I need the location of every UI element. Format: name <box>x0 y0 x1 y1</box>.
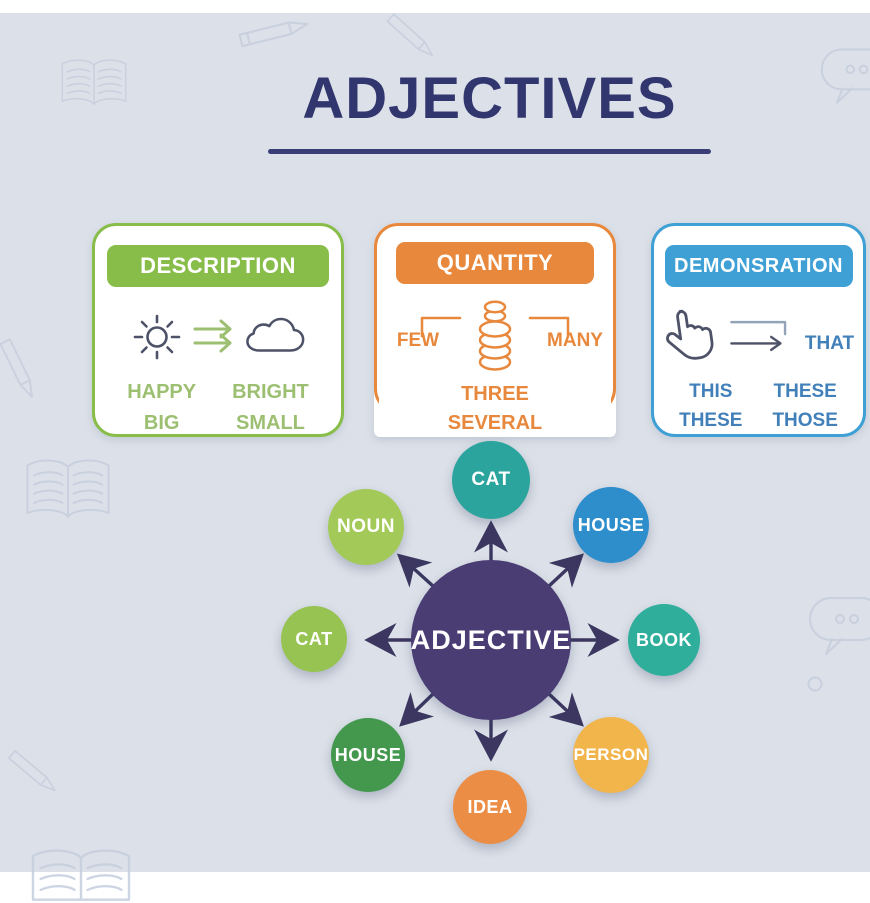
adjective-word: THESE <box>679 410 743 432</box>
book-doodle <box>61 59 127 105</box>
adjective-word: THREE <box>461 383 529 405</box>
adjective-word: THIS <box>689 381 733 402</box>
description-words-left: HAPPY BIG <box>127 377 196 439</box>
quantity-icon-row: FEW MANY <box>374 294 616 378</box>
pencil-doodle <box>386 13 434 57</box>
description-card-body: DESCRIPTION <box>95 245 341 453</box>
center-node-label: ADJECTIVE <box>410 624 572 655</box>
description-words-right: BRIGHT SMALL <box>232 377 309 439</box>
description-card: DESCRIPTION <box>92 223 344 437</box>
adjective-word: BIG <box>143 412 180 434</box>
coin-stack-icon <box>420 300 570 371</box>
demonstration-words-right: THESE THOSE <box>772 377 837 436</box>
left-bracket <box>420 316 462 338</box>
demonstration-word-that: THAT <box>804 333 855 354</box>
diagram-node-cat: CAT <box>452 441 530 519</box>
arrow-right-icon <box>730 320 787 352</box>
description-icon-row <box>95 303 341 369</box>
diagram-node-idea: IDEA <box>453 770 527 844</box>
diagram-node-house: HOUSE <box>331 718 405 792</box>
page-title: ADJECTIVES <box>302 66 677 131</box>
title-underline <box>268 149 711 154</box>
adjective-word: SEVERAL <box>447 412 543 434</box>
quantity-word-few: FEW <box>396 330 440 351</box>
arrow-down-right <box>547 692 584 727</box>
cloud-icon <box>246 317 305 352</box>
adjective-word: BRIGHT <box>232 381 309 403</box>
demonstration-icon-row: THAT <box>654 303 863 369</box>
diagram-node-book: BOOK <box>628 604 700 676</box>
hand-pointer-icon <box>665 309 714 360</box>
demonstration-card-header: DEMONSRATION <box>664 245 853 287</box>
pencil-doodle <box>238 21 309 48</box>
speech-bubble-doodle <box>820 48 870 104</box>
diagram-node-label: BOOK <box>636 629 692 650</box>
arrow-up-right <box>547 553 584 588</box>
demonstration-words-left: THIS THESE <box>679 377 742 436</box>
adjective-word: THOSE <box>772 410 838 432</box>
background-panel: ADJECTIVES DESCRIPTION <box>0 13 870 901</box>
diagram-node-house: HOUSE <box>573 487 649 563</box>
sun-icon <box>133 314 181 360</box>
quantity-words: THREE SEVERAL <box>374 380 616 438</box>
diagram-node-person: PERSON <box>573 717 649 793</box>
demonstration-words: THIS THESE THESE THOSE <box>654 377 863 436</box>
diagram-node-label: HOUSE <box>334 744 402 765</box>
pencil-doodle <box>7 749 56 792</box>
quantity-card-header: QUANTITY <box>396 242 594 284</box>
demonstration-card-body: DEMONSRATION THAT THIS THESE <box>654 245 863 453</box>
diagram-node-label: CAT <box>471 469 511 490</box>
quantity-word-many: MANY <box>547 330 603 351</box>
description-words: HAPPY BIG BRIGHT SMALL <box>95 377 341 439</box>
diagram-node-noun: NOUN <box>328 489 404 565</box>
quantity-card-body: QUANTITY FEW <box>374 242 616 456</box>
diagram-node-label: HOUSE <box>577 514 645 535</box>
double-arrow-icon <box>193 319 232 353</box>
book-doodle <box>26 459 110 518</box>
arrow-up-left <box>396 553 435 588</box>
adjective-center-node: ADJECTIVE <box>411 560 571 720</box>
right-bracket <box>528 316 570 338</box>
pencil-doodle <box>0 338 34 398</box>
diagram-node-label: NOUN <box>337 516 395 537</box>
book-doodle <box>31 849 131 901</box>
description-card-header: DESCRIPTION <box>107 245 329 287</box>
circle-doodle <box>807 676 823 692</box>
quantity-card: QUANTITY FEW <box>374 223 616 437</box>
adjective-word: SMALL <box>236 412 305 434</box>
demonstration-card: DEMONSRATION THAT THIS THESE <box>651 223 866 437</box>
adjective-word: THESE <box>773 381 837 402</box>
diagram-node-label: IDEA <box>467 796 513 817</box>
arrow-down-left <box>399 692 435 727</box>
adjective-word: HAPPY <box>127 381 197 403</box>
diagram-node-cat: CAT <box>281 606 347 672</box>
title-block: ADJECTIVES <box>262 70 717 154</box>
diagram-node-label: PERSON <box>573 745 649 764</box>
diagram-node-label: CAT <box>295 628 333 649</box>
speech-bubble-doodle <box>808 596 870 656</box>
quantity-frame-cover <box>379 381 611 435</box>
